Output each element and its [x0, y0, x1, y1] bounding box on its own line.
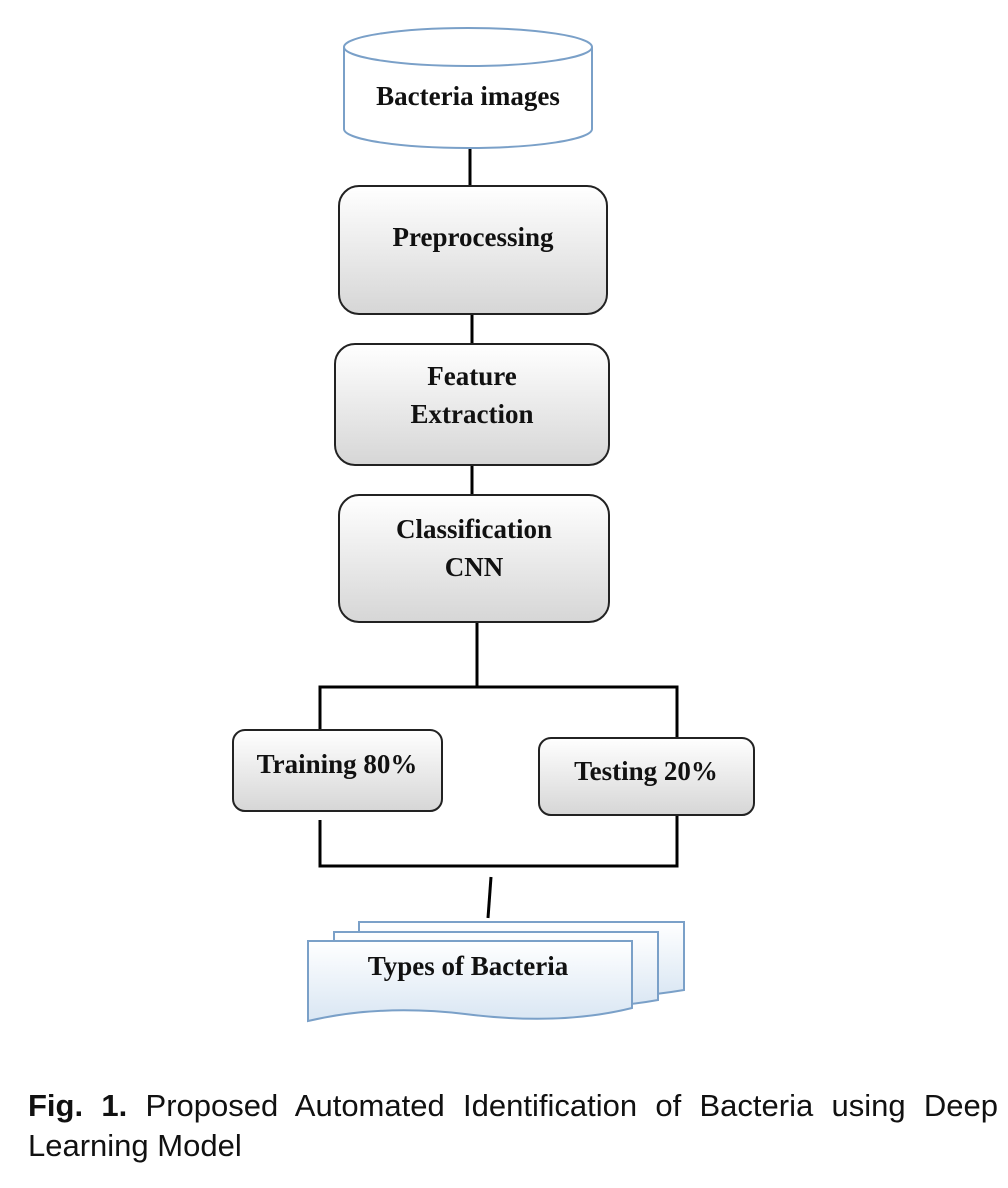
feature-extraction-label-1: Feature	[427, 361, 516, 391]
figure-caption: Fig. 1. Proposed Automated Identificatio…	[28, 1086, 998, 1166]
preprocessing-node: Preprocessing	[338, 185, 608, 315]
bacteria-images-label: Bacteria images	[376, 81, 560, 111]
training-box	[232, 729, 443, 812]
feature-extraction-label-2: Extraction	[411, 399, 534, 429]
figure-caption-label: Fig. 1.	[28, 1088, 128, 1123]
classification-box	[338, 494, 610, 623]
testing-box	[538, 737, 755, 816]
types-of-bacteria-label: Types of Bacteria	[368, 951, 569, 981]
connector-merge-bracket	[318, 815, 679, 868]
connector-merge-output	[486, 876, 493, 919]
document-front	[307, 940, 633, 1023]
connector-split-bracket	[318, 685, 679, 738]
testing-label: Testing 20%	[574, 756, 718, 786]
training-label: Training 80%	[257, 749, 418, 779]
testing-node: Testing 20%	[538, 737, 755, 816]
bacteria-images-node: Bacteria images	[343, 27, 593, 149]
cylinder-body	[343, 47, 593, 149]
classification-label-1: Classification	[396, 514, 552, 544]
feature-extraction-box	[334, 343, 610, 466]
feature-extraction-node: Feature Extraction	[334, 343, 610, 466]
classification-node: Classification CNN	[338, 494, 610, 623]
connectors	[318, 148, 679, 919]
cylinder-top	[343, 27, 593, 67]
figure-caption-text: Proposed Automated Identification of Bac…	[28, 1088, 998, 1163]
training-node: Training 80%	[232, 729, 443, 812]
preprocessing-box	[338, 185, 608, 315]
types-of-bacteria-node: Types of Bacteria	[307, 921, 685, 1023]
classification-label-2: CNN	[445, 552, 504, 582]
preprocessing-label: Preprocessing	[393, 222, 554, 252]
